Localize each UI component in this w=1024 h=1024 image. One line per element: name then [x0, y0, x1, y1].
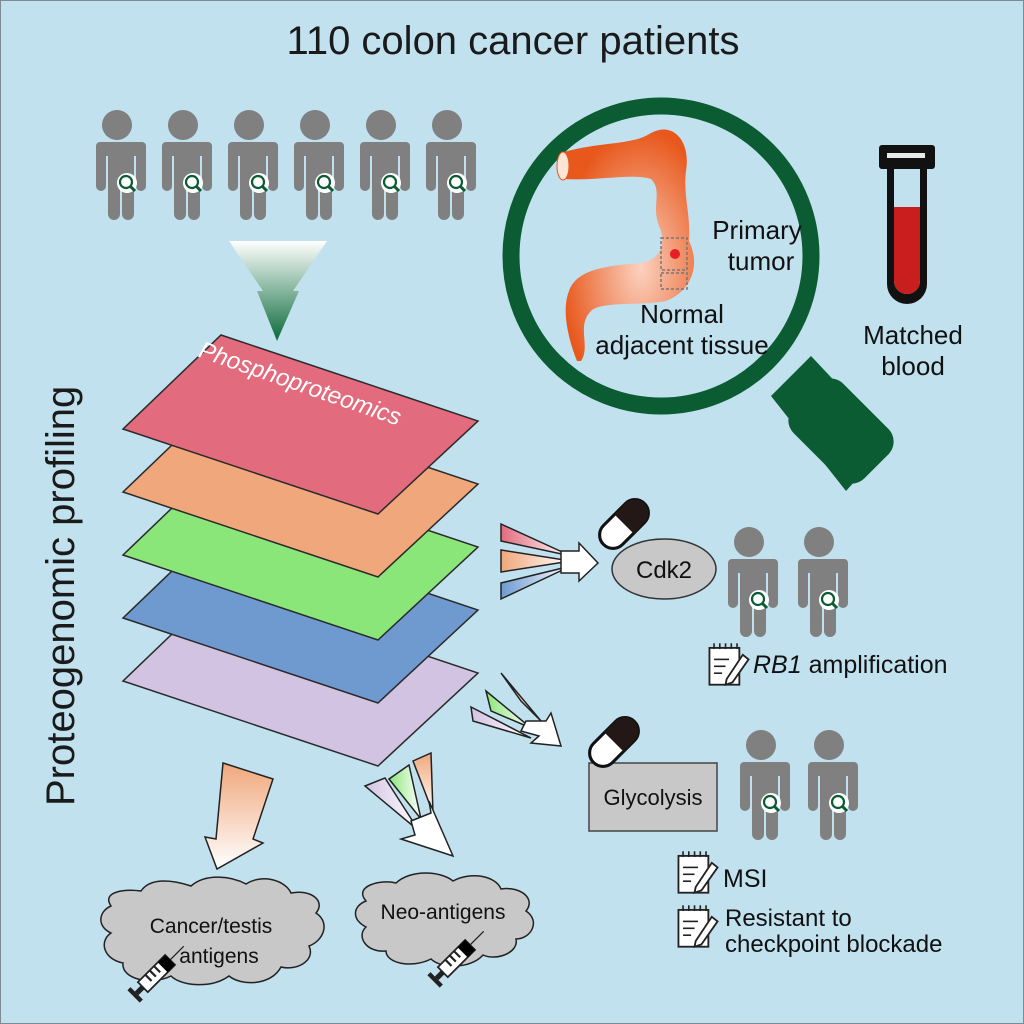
primary-tumor-label-2: tumor [728, 246, 795, 276]
rb1-gene: RB1 [753, 651, 802, 679]
notepad-icon [677, 850, 719, 894]
omics-layer-phosphoproteomics [121, 334, 480, 515]
glycolysis-node: Glycolysis [583, 711, 718, 832]
patient-icon [90, 109, 147, 221]
cdk2-node: Cdk2 [593, 493, 717, 600]
resistant-note-line1: Resistant to [725, 905, 852, 932]
patient-icon [792, 526, 849, 638]
patient-icon [420, 109, 477, 221]
patient-icon [288, 109, 345, 221]
tumor-dot [670, 249, 680, 259]
patient-icon [354, 109, 411, 221]
arrow-to-cancer-testis [203, 762, 274, 871]
rb1-note: RB1 amplification [753, 651, 948, 679]
arrow-to-neo-antigens [363, 751, 455, 858]
down-arrow-icon [229, 241, 327, 341]
arrow-to-cdk2 [500, 522, 600, 601]
patient-icon [722, 526, 779, 638]
resistant-note-line2: checkpoint blockade [725, 931, 942, 958]
magnifier-icon [502, 97, 894, 491]
patient-icon [222, 109, 279, 221]
omics-layer-stack: MutationSCNATranscriptomicsProteomicsPho… [121, 334, 480, 767]
arrow-to-glycolysis [470, 672, 563, 747]
blood-tube-icon [879, 145, 935, 304]
patient-icon [156, 109, 213, 221]
cdk2-label: Cdk2 [636, 557, 692, 584]
main-title: 110 colon cancer patients [286, 19, 740, 63]
notepad-icon [708, 642, 750, 686]
primary-tumor-label-1: Primary [712, 215, 802, 245]
msi-note: MSI [723, 865, 767, 893]
patient-row [90, 109, 477, 221]
glycolysis-label: Glycolysis [603, 785, 702, 810]
colon-icon [556, 129, 695, 361]
patient-icon [734, 729, 791, 841]
rb1-note-text: amplification [802, 651, 948, 679]
normal-tissue-label-1: Normal [640, 299, 724, 329]
notepad-icon [677, 904, 719, 948]
neo-antigens-cloud: Neo-antigens [354, 872, 535, 989]
cancer-testis-label-2: antigens [179, 945, 258, 968]
normal-tissue-label-2: adjacent tissue [595, 330, 768, 360]
cancer-testis-cloud: Cancer/testis antigens [100, 876, 325, 1004]
matched-blood-label-2: blood [881, 351, 945, 381]
patient-icon [802, 729, 859, 841]
matched-blood-label-1: Matched [863, 320, 963, 350]
neo-antigens-label: Neo-antigens [381, 901, 506, 924]
cancer-testis-label-1: Cancer/testis [150, 915, 273, 938]
